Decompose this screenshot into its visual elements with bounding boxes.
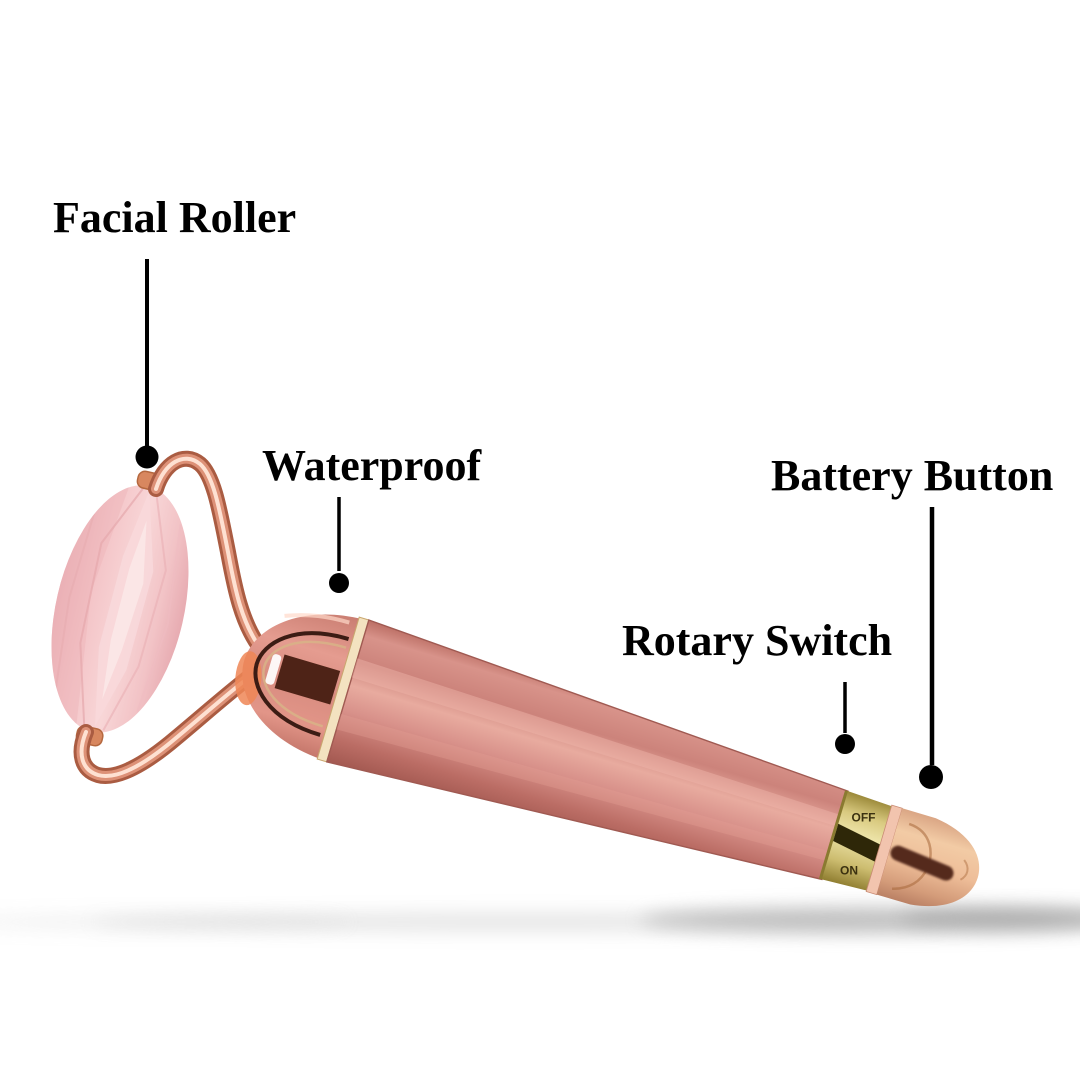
battery-end-cap [876, 808, 980, 907]
cap-reflection-streak [890, 845, 954, 881]
roller-head [29, 470, 189, 747]
waterproof-pointer [329, 497, 349, 593]
ground-shadow [0, 907, 1080, 933]
waterproof-label: Waterproof [262, 441, 482, 490]
battery-button-label: Battery Button [771, 451, 1054, 500]
battery-button-pointer [919, 507, 943, 789]
cage-window [274, 654, 341, 705]
switch-off-label: OFF [851, 810, 875, 824]
switch-on-label: ON [840, 863, 858, 877]
quartz-facets [29, 471, 182, 731]
rotary-switch-label: Rotary Switch [622, 616, 893, 665]
rotary-switch-band: OFF ON [818, 790, 892, 891]
facial-roller-label: Facial Roller [53, 193, 297, 242]
roller-fork [73, 450, 270, 784]
device-handle: OFF ON [235, 613, 980, 907]
rotary-switch-pointer [835, 682, 855, 754]
leader-lines [135, 259, 943, 789]
facial-roller-pointer [135, 259, 159, 469]
